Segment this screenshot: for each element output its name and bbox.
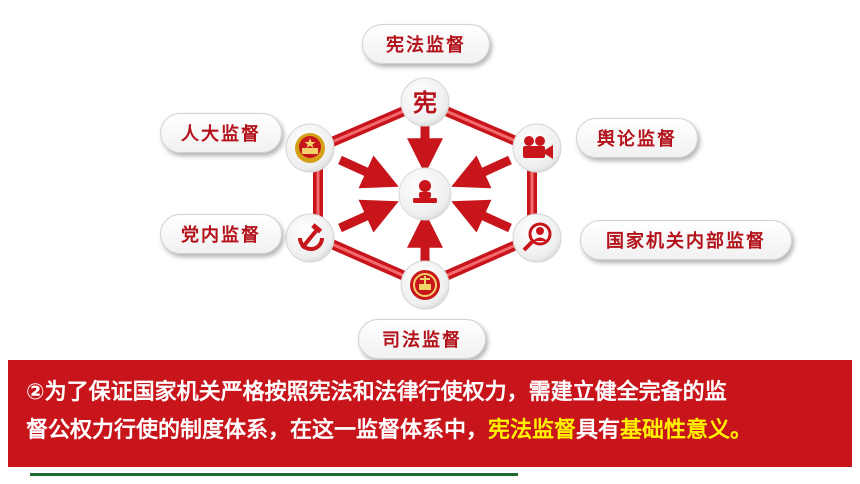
arrow-bottom-right <box>451 199 512 233</box>
banner-highlight-foundation: 基础性意义。 <box>620 418 753 443</box>
banner-line-2: 督公权力行使的制度体系，在这一监督体系中，宪法监督具有基础性意义。 <box>26 412 834 450</box>
banner-text-2: 具有 <box>576 418 621 443</box>
arrow-bottom-left <box>338 199 399 233</box>
label-party-supervision: 党内监督 <box>160 214 282 254</box>
label-internal-state-supervision: 国家机关内部监督 <box>580 220 792 260</box>
node-top-left <box>285 123 335 173</box>
node-bottom-right <box>512 213 562 263</box>
summary-banner: ②为了保证国家机关严格按照宪法和法律行使权力，需建立健全完备的监 督公权力行使的… <box>8 360 852 467</box>
supervision-diagram: 宪 <box>285 77 562 310</box>
hammer-sickle-icon <box>298 223 324 251</box>
node-bottom <box>400 260 450 310</box>
node-top-right <box>512 123 562 173</box>
national-emblem-icon <box>295 133 325 163</box>
banner-highlight-constitution: 宪法监督 <box>488 418 577 443</box>
label-judicial-supervision: 司法监督 <box>358 319 486 359</box>
label-public-opinion-supervision: 舆论监督 <box>576 118 698 158</box>
node-bottom-left <box>285 213 335 263</box>
bottom-divider <box>30 473 518 476</box>
label-npc-supervision: 人大监督 <box>160 113 282 153</box>
arrow-top-left <box>338 155 399 189</box>
video-camera-icon <box>523 136 553 159</box>
center-node <box>398 167 452 221</box>
node-top: 宪 <box>400 77 450 127</box>
banner-line-1: ②为了保证国家机关严格按照宪法和法律行使权力，需建立健全完备的监 <box>26 380 727 405</box>
person-seal-icon <box>413 180 437 203</box>
banner-text-1: 督公权力行使的制度体系，在这一监督体系中， <box>26 418 489 443</box>
court-emblem-icon <box>410 270 440 300</box>
constitution-char-icon: 宪 <box>413 88 437 117</box>
spoke-arrows <box>338 125 512 262</box>
label-constitutional-supervision: 宪法监督 <box>362 24 490 64</box>
magnifier-person-icon <box>522 222 552 252</box>
arrow-top-right <box>451 155 512 189</box>
